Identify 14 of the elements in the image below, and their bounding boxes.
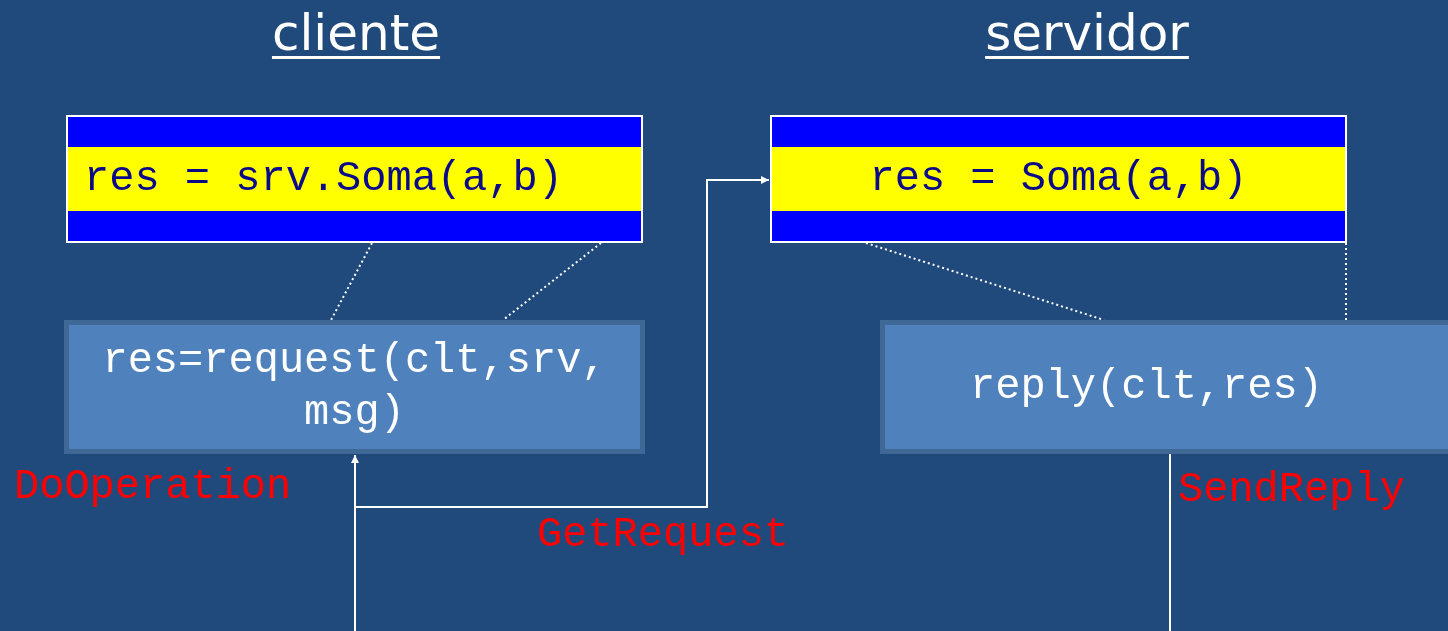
function-call-box [880, 320, 1448, 454]
code-box [66, 115, 643, 243]
primitive-label: SendReply [1178, 466, 1405, 514]
code-box [770, 115, 1347, 243]
dotted-line [502, 242, 602, 321]
primitive-label: GetRequest [537, 511, 790, 559]
column-heading: servidor [985, 4, 1189, 62]
function-call-text: res=request(clt,srv, msg) [101, 336, 608, 439]
dotted-line [1345, 242, 1347, 321]
column-heading: cliente [271, 4, 441, 62]
dotted-line [330, 242, 373, 321]
function-call-text: reply(clt,res) [969, 362, 1324, 413]
function-call-box [64, 320, 645, 454]
primitive-label: DoOperation [14, 463, 292, 511]
